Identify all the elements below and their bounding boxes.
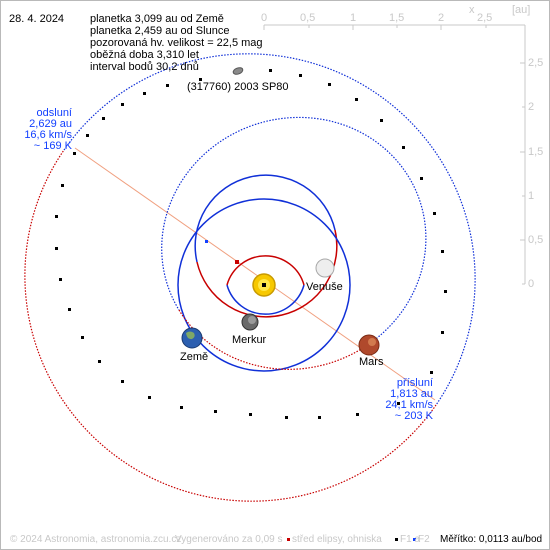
- unit-label: [au]: [512, 4, 531, 16]
- perihelion-distance: 1,813 au: [390, 388, 433, 400]
- perihelion-temperature: ~ 203 K: [394, 410, 433, 422]
- y-tick: 2: [528, 101, 535, 113]
- aphelion-distance: 2,629 au: [29, 118, 72, 130]
- x-tick: 2: [438, 12, 445, 24]
- footer-legend-f2: F2: [418, 534, 430, 545]
- earth-label: Země: [180, 351, 209, 363]
- ellipse-center-marker: [235, 260, 239, 264]
- footer-copyright: © 2024 Astronomia, astronomia.zcu.cz: [10, 534, 182, 545]
- asteroid-icon: [232, 67, 244, 75]
- info-line-1: planetka 3,099 au od Země: [90, 13, 224, 25]
- axis-ticks: [263, 25, 525, 285]
- footer-legend-f1: F1 a: [400, 534, 421, 545]
- info-line-4: oběžná doba 3,310 let: [90, 49, 199, 61]
- mercury-orbit-south: [226, 255, 305, 286]
- venus-icon: [315, 258, 335, 278]
- venus-orbit-south: [196, 229, 338, 318]
- footer-scale: Měřítko: 0,0113 au/bod: [440, 534, 543, 545]
- y-tick: 0,5: [528, 234, 544, 246]
- x-tick: 1: [350, 12, 357, 24]
- mars-orbit-south: [178, 309, 370, 370]
- axes: [263, 24, 526, 285]
- legend-center-dot: [287, 538, 290, 541]
- venus-label: Venuše: [306, 281, 343, 293]
- y-tick: 1,5: [528, 146, 544, 158]
- x-tick: 0: [261, 12, 268, 24]
- x-tick: 0,5: [300, 12, 316, 24]
- asteroid-orbit-points: [55, 69, 447, 419]
- earth-orbit: [177, 198, 351, 372]
- footer-generated: Vygenerováno za 0,09 s: [175, 534, 283, 545]
- legend-f2-dot: [413, 538, 416, 541]
- info-line-2: planetka 2,459 au od Slunce: [90, 25, 230, 37]
- apsis-line: [74, 147, 436, 401]
- object-name: (317760) 2003 SP80: [187, 81, 289, 93]
- aphelion-speed: 16,6 km/s: [24, 129, 72, 141]
- legend-f1-dot: [395, 538, 398, 541]
- y-tick: 0: [528, 278, 535, 290]
- asteroid-orbit-north: [63, 53, 476, 406]
- x-tick: 2,5: [477, 12, 493, 24]
- mars-highlight: [368, 338, 376, 346]
- info-line-3: pozorovaná hv. velikost = 22,5 mag: [90, 37, 263, 49]
- mercury-label: Merkur: [232, 334, 267, 346]
- asteroid-orbit-south: [24, 149, 437, 502]
- aphelion-temperature: ~ 169 K: [33, 140, 72, 152]
- earth-landmass: [186, 331, 195, 340]
- footer-legend-center: střed elipsy, ohniska: [292, 534, 382, 545]
- perihelion-title: přísluní: [396, 377, 433, 389]
- date-label: 28. 4. 2024: [9, 13, 65, 25]
- venus-orbit-north: [194, 174, 336, 263]
- mars-icon: [358, 334, 380, 356]
- focus-f1-marker: [262, 283, 266, 287]
- mars-orbit-north: [161, 116, 427, 345]
- focus-f2-marker: [205, 240, 208, 243]
- y-tick: 1: [528, 190, 535, 202]
- perihelion-speed: 24,1 km/s: [385, 399, 433, 411]
- info-line-5: interval bodů 30,2 dnů: [90, 61, 199, 73]
- mercury-highlight: [248, 316, 256, 324]
- mercury-orbit-north: [226, 284, 305, 315]
- aphelion-title: odsluní: [36, 107, 72, 119]
- y-tick: 2,5: [528, 57, 544, 69]
- x-tick: 1,5: [389, 12, 405, 24]
- mars-label: Mars: [359, 356, 384, 368]
- x-axis-label: x: [469, 4, 475, 16]
